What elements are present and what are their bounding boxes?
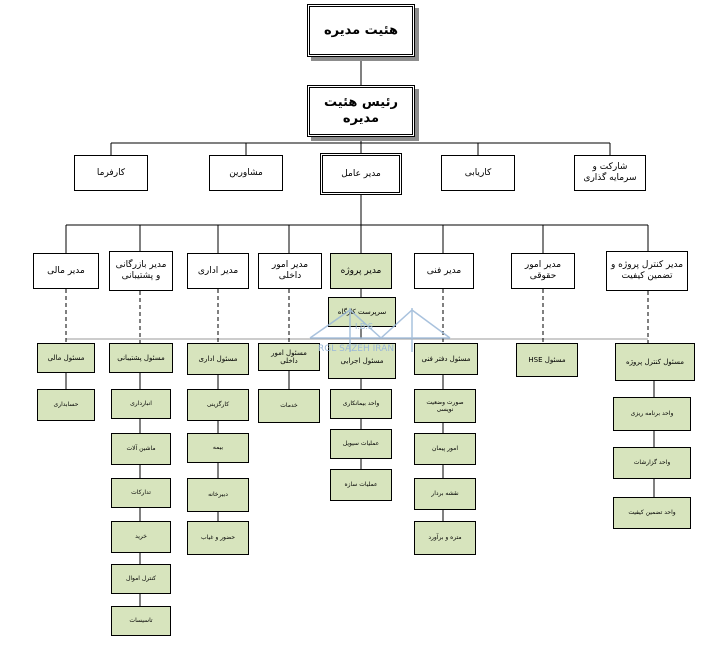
advisors-box: مشاورین [209,155,283,191]
unit-label: خرید [135,533,147,541]
unit-label: واحد تضمین کیفیت [628,509,676,517]
unit-label: خدمات [280,402,298,410]
unit-box: واحد برنامه ریزی [613,397,691,431]
technical-office-officer-box: مسئول دفتر فنی [414,343,478,375]
partnership-box: شارکت و سرمایه گذاری [574,155,646,191]
support-officer-box: مسئول پشتیبانی [109,343,173,373]
unit-label: واحد برنامه ریزی [630,410,674,418]
qc-manager-label: مدیر کنترل پروژه و تضمین کیفیت [610,260,684,281]
unit-box: واحد تضمین کیفیت [613,497,691,529]
unit-label: حضور و غیاب [200,534,236,542]
unit-box: انبارداری [111,389,171,419]
unit-box: نقشه بردار [414,478,476,510]
advisors-label: مشاورین [229,167,263,178]
qc-officer-box: مسئول کنترل پروژه [615,343,695,381]
employer-label: کارفرما [96,167,126,178]
hr-box: کاریابی [441,155,515,191]
legal-manager-box: مدیر امور حقوقی [511,253,575,289]
hse-officer-box: مسئول HSE [516,343,578,377]
chairman-box: رئیس هئیت مدیره [307,85,415,137]
commerce-manager-label: مدیر بازرگانی و پشتیبانی [115,260,167,281]
finance-officer-label: مسئول مالی [47,353,85,362]
technical-manager-label: مدیر فنی [426,265,462,276]
unit-label: واحد گزارشات [633,459,671,467]
board-label: هئیت مدیره [323,22,399,38]
unit-label: تدارکات [131,489,151,497]
commerce-manager-box: مدیر بازرگانی و پشتیبانی [109,251,173,291]
unit-box: واحد بیمانکاری [330,389,392,419]
partnership-label: شارکت و سرمایه گذاری [583,162,637,183]
unit-label: حسابداری [53,401,79,409]
unit-box: ماشین آلات [111,433,171,465]
unit-label: امور پیمان [432,445,458,453]
chairman-label: رئیس هئیت مدیره [324,95,398,126]
unit-label: نقشه بردار [431,490,459,498]
technical-office-officer-label: مسئول دفتر فنی [421,354,471,363]
executive-officer-label: مسئول اجرایی [340,356,384,365]
qc-officer-label: مسئول کنترل پروژه [626,357,685,366]
unit-label: صورت وضعیت نویسی [426,398,464,413]
finance-manager-box: مدیر مالی [33,253,99,289]
unit-label: ماشین آلات [126,445,156,453]
internal-manager-box: مدیر امور داخلی [258,253,322,289]
internal-officer-label: مسئول امور داخلی [271,348,307,365]
unit-box: عملیات سازه [330,469,392,501]
unit-label: دبیرخانه [208,491,228,499]
hr-label: کاریابی [464,167,492,178]
ceo-label: مدیر عامل [341,168,381,179]
unit-label: کنترل اموال [125,575,157,583]
internal-manager-label: مدیر امور داخلی [271,260,309,281]
site-supervisor-label: سرپرست کارگاه [337,307,387,316]
unit-box: تاسیسات [111,606,171,636]
admin-officer-box: مسئول اداری [187,343,249,375]
unit-box: عملیات سیویل [330,429,392,459]
unit-label: بیمه [212,444,224,452]
unit-box: صورت وضعیت نویسی [414,389,476,423]
unit-label: کارگزینی [206,401,230,409]
support-officer-label: مسئول پشتیبانی [117,353,165,362]
ceo-box: مدیر عامل [320,153,402,195]
site-supervisor-box: سرپرست کارگاه [328,297,396,327]
unit-box: واحد گزارشات [613,447,691,479]
board-box: هئیت مدیره [307,4,415,57]
executive-officer-box: مسئول اجرایی [328,343,396,379]
unit-label: تاسیسات [129,617,153,625]
hse-officer-label: مسئول HSE [528,355,566,364]
qc-manager-box: مدیر کنترل پروژه و تضمین کیفیت [606,251,688,291]
employer-box: کارفرما [74,155,148,191]
technical-manager-box: مدیر فنی [414,253,474,289]
unit-box: دبیرخانه [187,478,249,512]
unit-box: حسابداری [37,389,95,421]
finance-officer-box: مسئول مالی [37,343,95,373]
internal-officer-box: مسئول امور داخلی [258,343,320,371]
legal-manager-label: مدیر امور حقوقی [524,260,562,281]
unit-label: عملیات سیویل [342,440,380,448]
admin-manager-box: مدیر اداری [187,253,249,289]
unit-label: واحد بیمانکاری [342,400,380,408]
unit-box: کارگزینی [187,389,249,421]
admin-officer-label: مسئول اداری [198,354,238,363]
project-manager-label: مدیر پروژه [340,265,382,276]
unit-box: متره و برآورد [414,521,476,555]
finance-manager-label: مدیر مالی [47,265,85,276]
unit-label: انبارداری [130,400,152,408]
unit-label: عملیات سازه [344,481,378,489]
unit-label: متره و برآورد [428,534,462,542]
unit-box: خرید [111,521,171,553]
unit-box: امور پیمان [414,433,476,465]
unit-box: کنترل اموال [111,564,171,594]
unit-box: بیمه [187,433,249,463]
unit-box: خدمات [258,389,320,423]
project-manager-box: مدیر پروژه [330,253,392,289]
unit-box: تدارکات [111,478,171,508]
admin-manager-label: مدیر اداری [197,265,239,276]
unit-box: حضور و غیاب [187,521,249,555]
